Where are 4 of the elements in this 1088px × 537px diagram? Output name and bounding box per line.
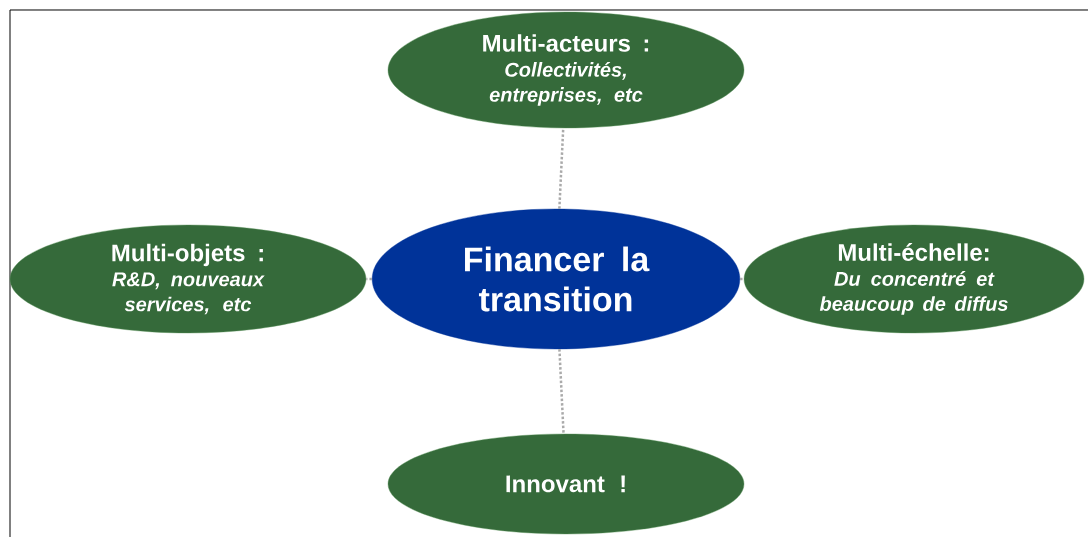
connector-line <box>558 349 565 434</box>
connector-line <box>558 128 565 209</box>
connector-line <box>740 277 744 281</box>
connector-line <box>366 277 372 281</box>
